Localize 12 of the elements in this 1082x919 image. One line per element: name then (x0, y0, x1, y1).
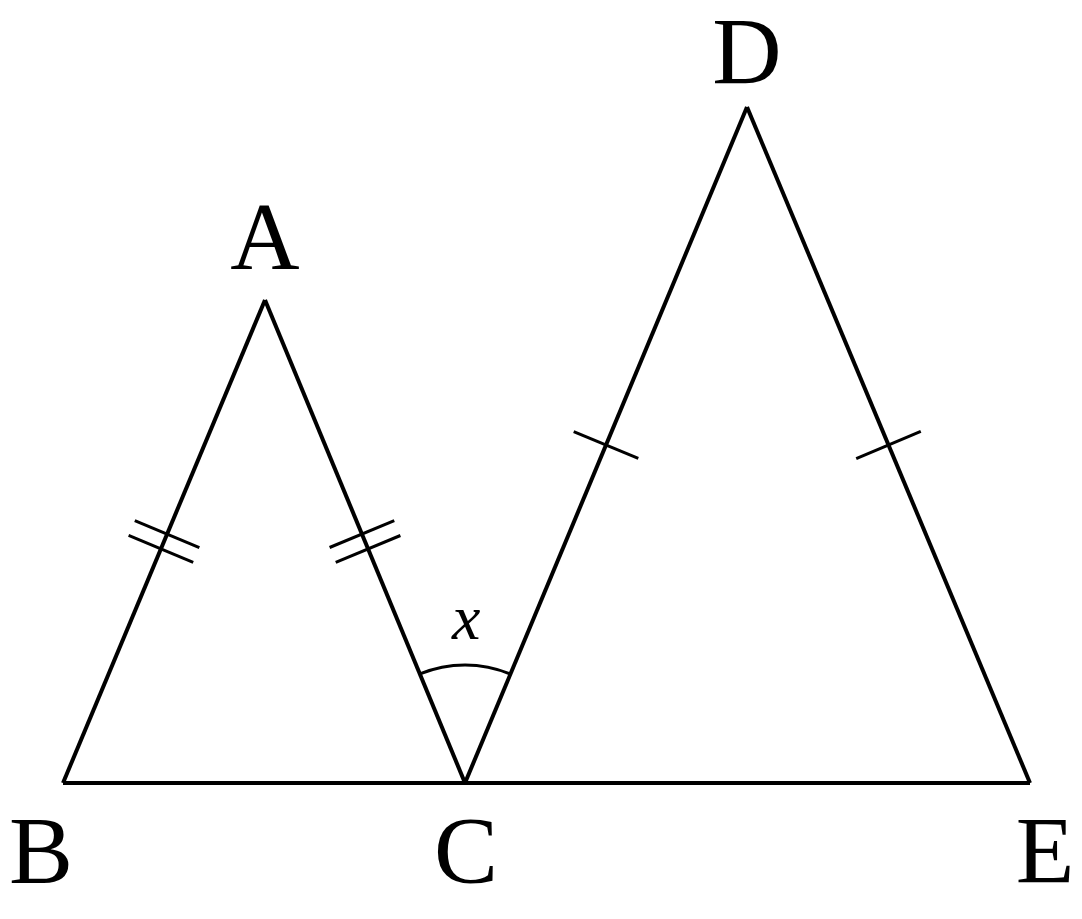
vertex-label: B (3, 783, 79, 893)
line-segment (745, 106, 1032, 784)
line-segment (61, 299, 267, 784)
vertex-label: A (225, 195, 305, 300)
angle-label: x (452, 588, 481, 648)
vertex-label: E (1010, 783, 1080, 893)
vertex-label: C (430, 783, 502, 893)
line-segment (263, 299, 467, 784)
vertex-label: D (707, 10, 787, 107)
line-segment (465, 781, 1030, 785)
line-segment (63, 781, 465, 785)
line-segment (463, 106, 749, 784)
